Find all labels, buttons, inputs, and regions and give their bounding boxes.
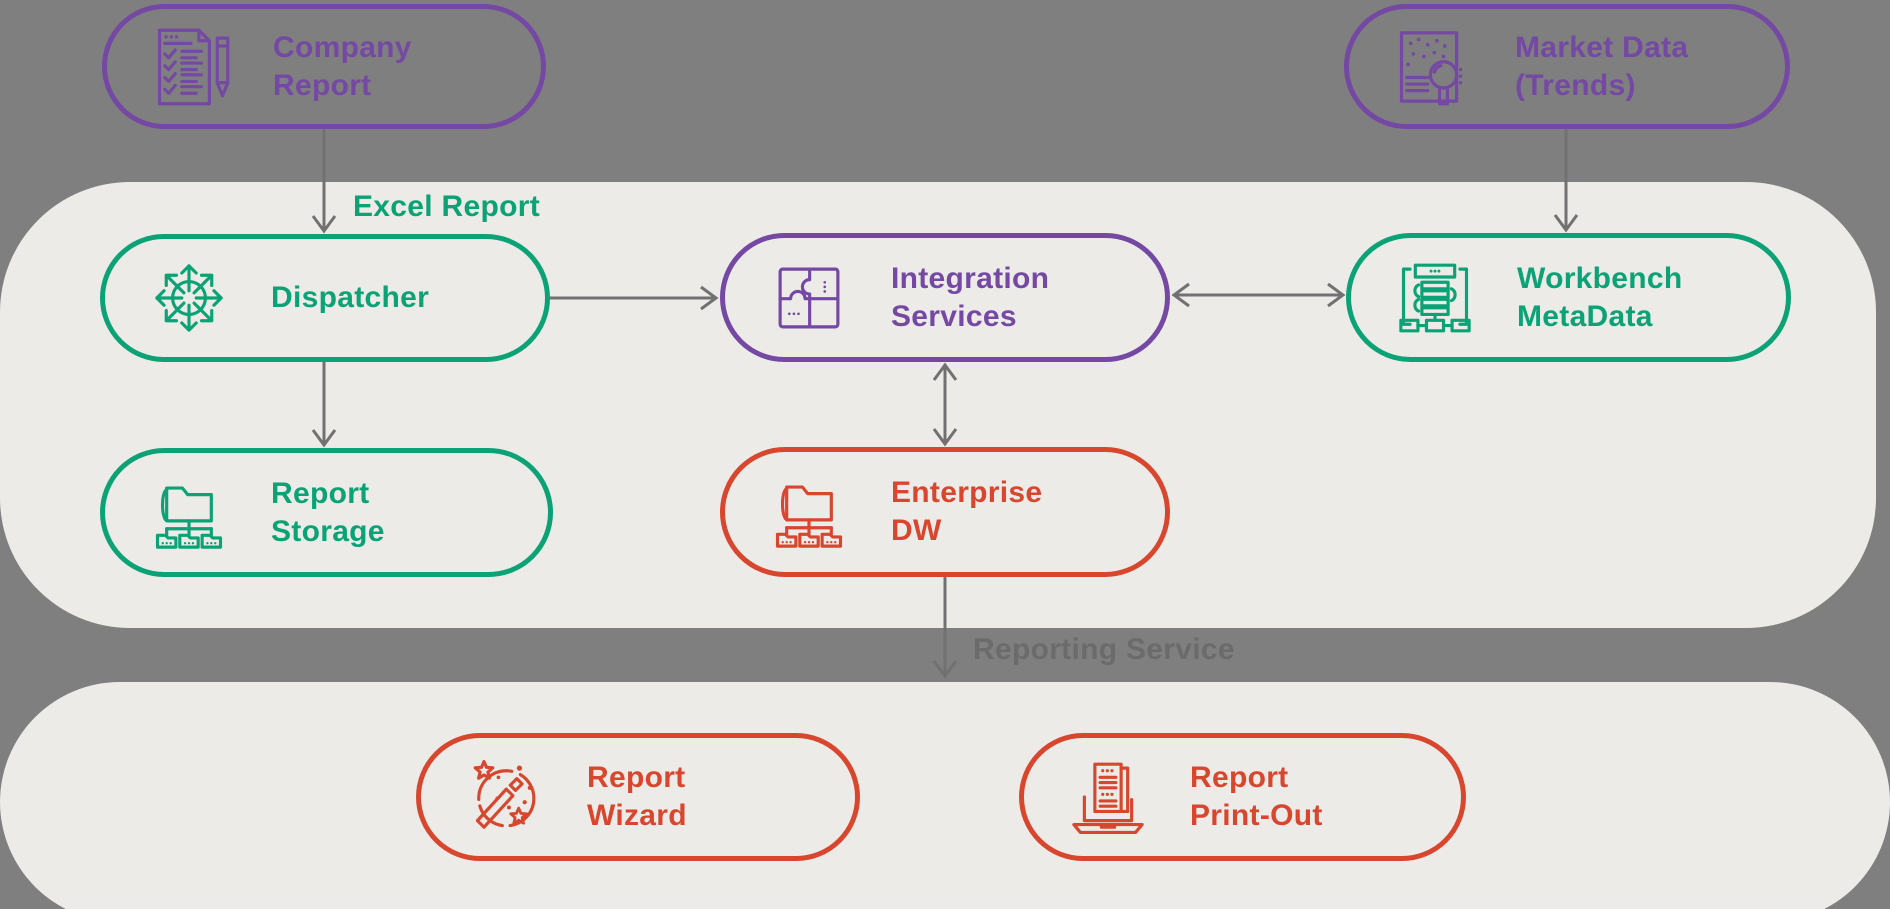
node-report-printout: Report Print-Out: [1019, 733, 1466, 861]
node-label: Report Wizard: [587, 761, 687, 832]
puzzle-icon: [767, 256, 851, 340]
node-label: Workbench MetaData: [1517, 261, 1683, 333]
edge-label-excel-report: Excel Report: [353, 190, 540, 223]
node-enterprise-dw: Enterprise DW: [720, 447, 1170, 577]
node-label: Enterprise DW: [891, 476, 1043, 547]
dispatch-arrows-icon: [147, 256, 231, 340]
node-report-storage: Report Storage: [100, 448, 553, 577]
metadata-stack-icon: [1393, 256, 1477, 340]
node-company-report: Company Report: [102, 4, 546, 129]
node-workbench-metadata: Workbench MetaData: [1346, 233, 1791, 362]
reporting-layer-band: [0, 682, 1890, 909]
folder-tree-icon: [767, 470, 851, 554]
checklist-pen-icon: [149, 25, 233, 109]
edge-label-reporting-service: Reporting Service: [973, 633, 1235, 666]
node-report-wizard: Report Wizard: [416, 733, 860, 861]
node-label: Integration Services: [891, 261, 1050, 333]
node-market-data: Market Data (Trends): [1344, 4, 1790, 129]
node-label: Report Print-Out: [1190, 761, 1323, 832]
node-dispatcher: Dispatcher: [100, 234, 550, 362]
node-label: Dispatcher: [271, 281, 430, 314]
document-magnifier-icon: [1391, 25, 1475, 109]
laptop-report-icon: [1066, 755, 1150, 839]
node-label: Company Report: [273, 30, 412, 102]
magic-wand-icon: [463, 755, 547, 839]
node-label: Market Data (Trends): [1515, 30, 1689, 102]
node-integration-services: Integration Services: [720, 233, 1170, 362]
folder-tree-icon: [147, 471, 231, 555]
integration-layer-band: [0, 182, 1876, 628]
node-label: Report Storage: [271, 476, 385, 548]
